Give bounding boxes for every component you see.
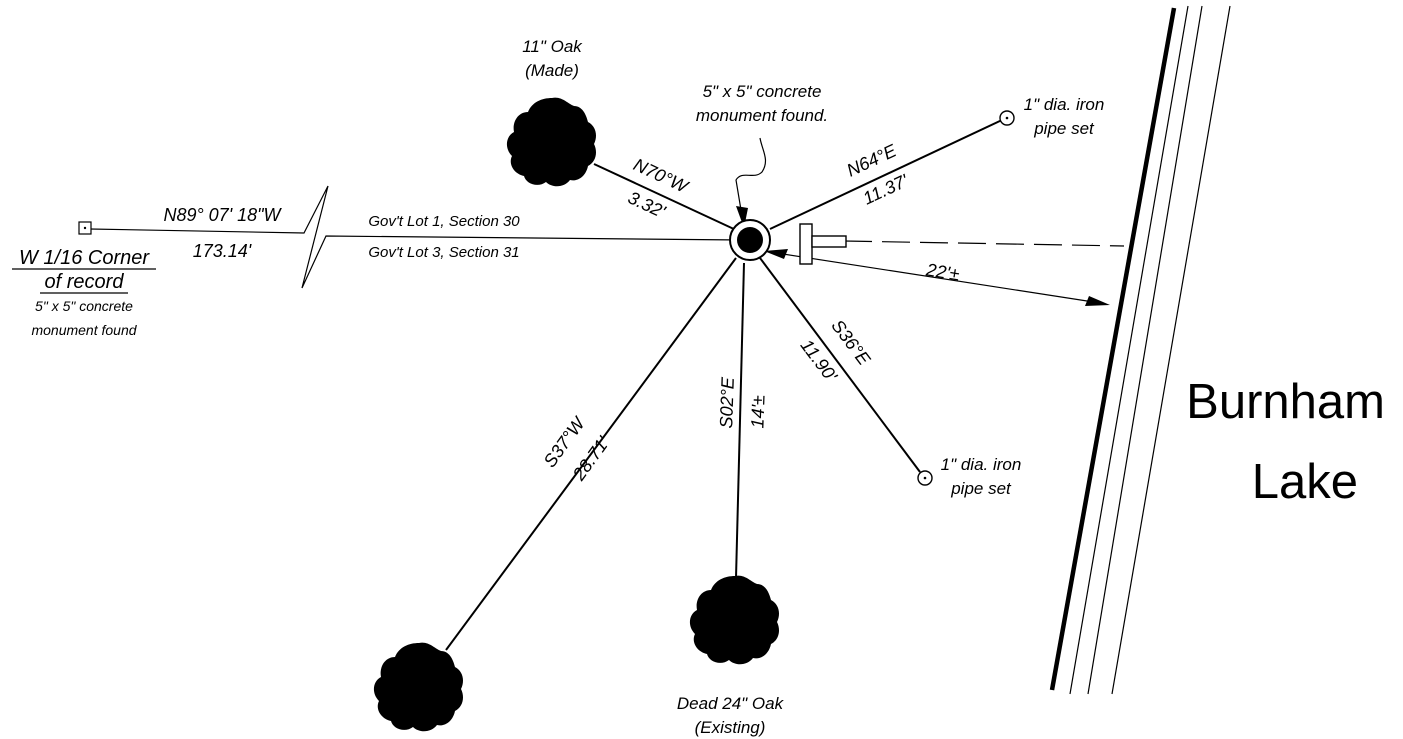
corner-title-line-2: of record	[45, 271, 125, 293]
dead-oak-distance: 14'±	[747, 395, 768, 429]
shoreline	[1049, 5, 1231, 695]
pipe-ne-label-line-2: pipe set	[1033, 119, 1095, 138]
lake-name-line-1: Burnham	[1186, 375, 1385, 429]
iron-pipe-se-icon	[917, 470, 933, 486]
lake-name-line-2: Lake	[1252, 455, 1358, 509]
pipe-se-label-line-2: pipe set	[950, 479, 1012, 498]
dead-oak-status-label: (Existing)	[695, 718, 766, 737]
pipe-ne-distance: 11.37'	[860, 170, 912, 208]
west-line-bearing: N89° 07' 18"W	[163, 205, 282, 225]
shore-distance-arrow	[764, 249, 1110, 306]
monument-leader	[735, 137, 767, 217]
bearing-lines	[445, 119, 1003, 651]
west-line-distance: 173.14'	[193, 241, 252, 261]
oak-11-label: 11" Oak	[522, 37, 583, 56]
gov-lot-1-label: Gov't Lot 1, Section 30	[368, 213, 520, 230]
pipe-se-distance: 11.90'	[797, 336, 842, 386]
oak-11-tree-icon	[506, 97, 596, 187]
corner-note-line-2: monument found	[31, 322, 137, 338]
gov-lot-3-label: Gov't Lot 3, Section 31	[368, 244, 519, 261]
dead-oak-bearing: S02°E	[716, 376, 738, 429]
shore-distance: 22'±	[924, 259, 961, 284]
oak-11-status-label: (Made)	[525, 61, 579, 80]
corner-title-line-1: W 1/16 Corner	[19, 247, 150, 269]
oak-11-distance: 3.32'	[625, 187, 669, 222]
monument-note-line-1: 5" x 5" concrete	[703, 82, 822, 101]
dead-oak-tree-icon	[689, 575, 779, 665]
pipe-se-bearing: S36°E	[827, 316, 874, 370]
survey-cross-marker-icon	[799, 223, 847, 265]
pipe-se-label-line-1: 1" dia. iron	[941, 455, 1022, 474]
pipe-ne-label-line-1: 1" dia. iron	[1024, 95, 1105, 114]
monument-note-line-2: monument found.	[696, 106, 828, 125]
dead-oak-label: Dead 24" Oak	[677, 694, 785, 713]
w-sixteenth-corner-icon	[78, 221, 92, 235]
concrete-monument-icon	[729, 219, 771, 261]
corner-note-line-1: 5" x 5" concrete	[35, 298, 133, 314]
iron-pipe-ne-icon	[999, 110, 1015, 126]
west-section-line	[89, 185, 743, 289]
dashed-section-line	[843, 240, 1125, 247]
sw-tree-icon	[373, 642, 463, 732]
